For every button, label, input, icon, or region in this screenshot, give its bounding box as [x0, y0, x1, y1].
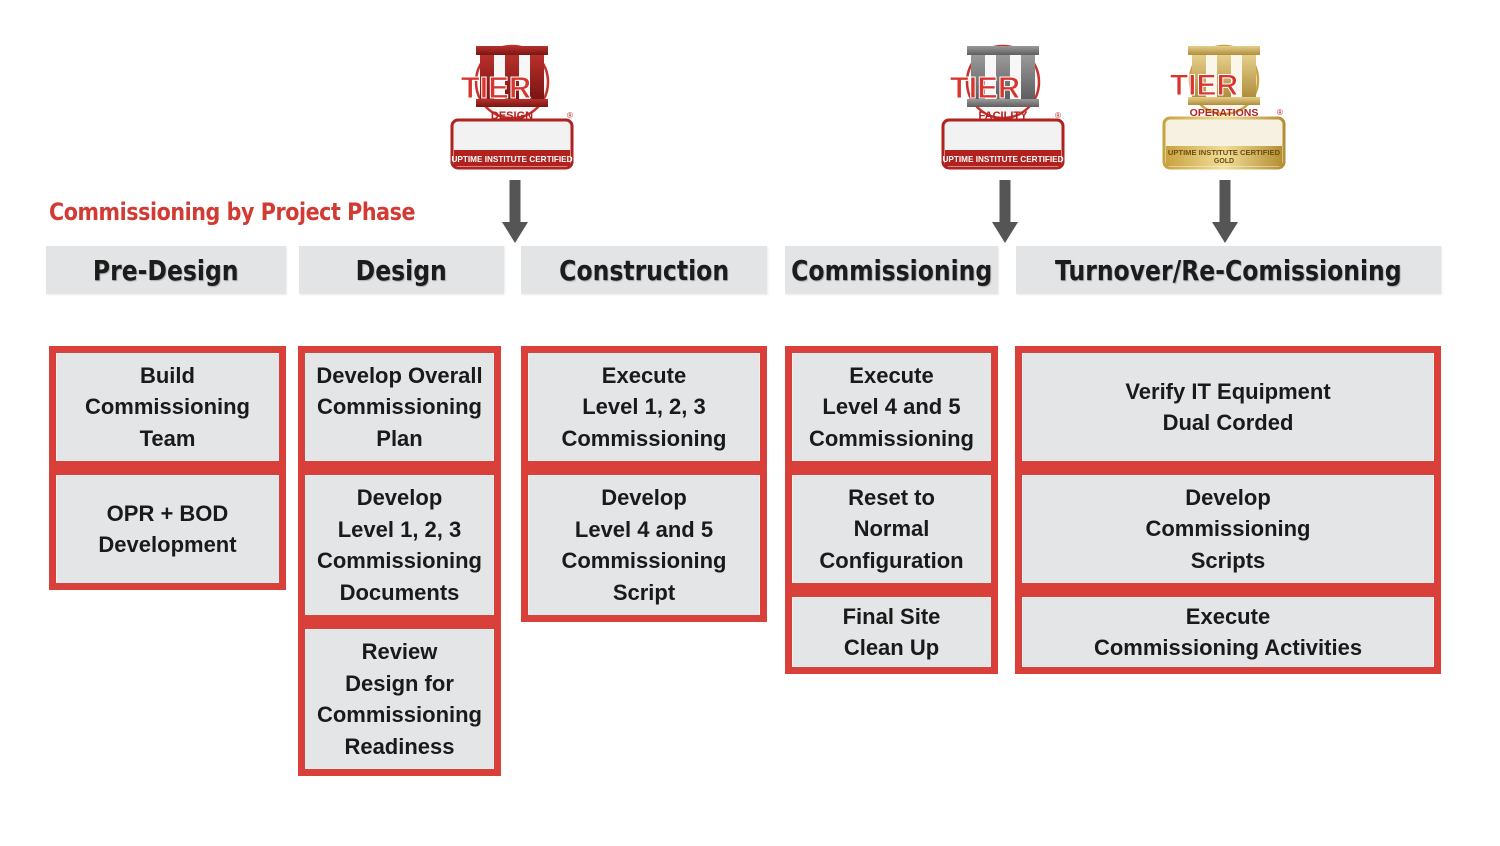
task-box: Reset to Normal Configuration	[792, 475, 991, 583]
phase-header-design: Design	[299, 246, 504, 294]
task-box: Execute Level 1, 2, 3 Commissioning	[528, 353, 760, 461]
svg-text:®: ®	[1277, 108, 1283, 117]
phase-header-turnover: Turnover/Re-Comissioning	[1016, 246, 1441, 294]
task-box: Develop Level 4 and 5 Commissioning Scri…	[528, 475, 760, 615]
tasks-commissioning: Execute Level 4 and 5 Commissioning Rese…	[785, 346, 998, 674]
badge-gold-text: GOLD	[1214, 158, 1234, 165]
task-box: Develop Level 1, 2, 3 Commissioning Docu…	[305, 475, 494, 615]
badge-tier-word: TIER	[950, 70, 1021, 105]
task-box: Verify IT Equipment Dual Corded	[1022, 353, 1434, 461]
diagram-title: Commissioning by Project Phase	[49, 198, 416, 226]
task-box: Final Site Clean Up	[792, 597, 991, 667]
arrow-down-icon	[502, 180, 528, 243]
tier-design-badge: TIER DESIGN ® UPTIME INSTITUTE CERTIFIED	[450, 42, 574, 170]
task-box: OPR + BOD Development	[56, 475, 279, 583]
arrow-down-icon	[1212, 180, 1238, 243]
phase-label: Construction	[559, 253, 729, 287]
tasks-turnover: Verify IT Equipment Dual Corded Develop …	[1015, 346, 1441, 674]
tier-operations-gold-badge: TIER OPERATIONS ® UPTIME INSTITUTE CERTI…	[1162, 42, 1286, 170]
phase-header-pre-design: Pre-Design	[46, 246, 286, 294]
tasks-design: Develop Overall Commissioning Plan Devel…	[298, 346, 501, 776]
tier-facility-badge: TIER FACILITY ® UPTIME INSTITUTE CERTIFI…	[941, 42, 1065, 170]
badge-tier-word: TIER	[1170, 69, 1239, 102]
phase-label: Design	[355, 253, 448, 287]
phase-label: Turnover/Re-Comissioning	[1055, 253, 1402, 287]
phase-header-construction: Construction	[521, 246, 767, 294]
task-box: Develop Commissioning Scripts	[1022, 475, 1434, 583]
badge-bottom-text: UPTIME INSTITUTE CERTIFIED	[1168, 148, 1281, 157]
tasks-pre-design: Build Commissioning Team OPR + BOD Devel…	[49, 346, 286, 590]
task-box: Build Commissioning Team	[56, 353, 279, 461]
badge-sub-label: OPERATIONS	[1190, 107, 1259, 119]
task-box: Review Design for Commissioning Readines…	[305, 629, 494, 769]
task-box: Develop Overall Commissioning Plan	[305, 353, 494, 461]
phase-label: Pre-Design	[93, 253, 239, 287]
phase-label: Commissioning	[790, 253, 993, 287]
badge-bottom-text: UPTIME INSTITUTE CERTIFIED	[943, 155, 1064, 164]
phase-header-commissioning: Commissioning	[785, 246, 998, 294]
arrow-down-icon	[992, 180, 1018, 243]
badge-tier-word: TIER	[461, 70, 532, 105]
task-box: Execute Commissioning Activities	[1022, 597, 1434, 667]
svg-text:®: ®	[567, 111, 573, 120]
svg-text:®: ®	[1055, 111, 1061, 120]
task-box: Execute Level 4 and 5 Commissioning	[792, 353, 991, 461]
badge-bottom-text: UPTIME INSTITUTE CERTIFIED	[452, 155, 573, 164]
tasks-construction: Execute Level 1, 2, 3 Commissioning Deve…	[521, 346, 767, 622]
